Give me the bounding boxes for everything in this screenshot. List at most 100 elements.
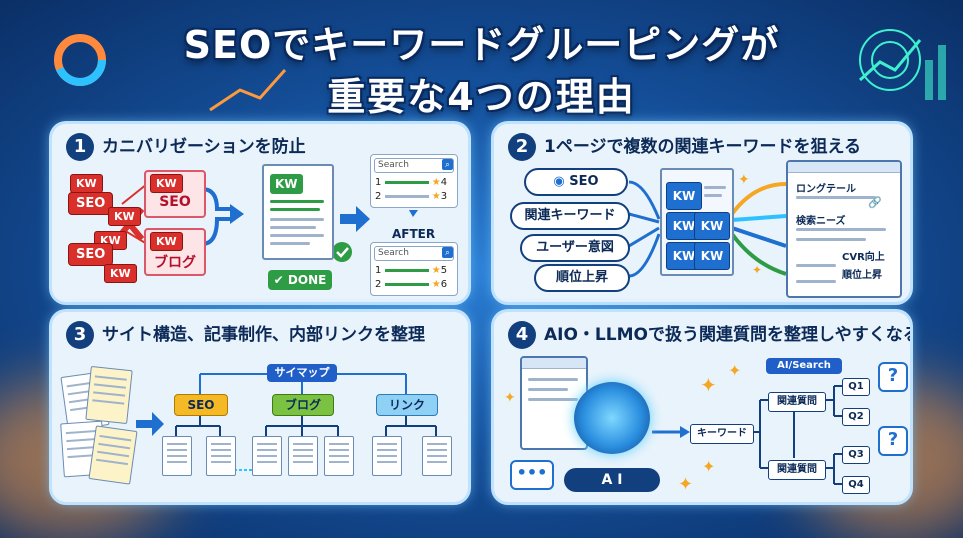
multi-kw-page: KW KW KW KW KW [660, 168, 734, 276]
search-icon: ⌕ [442, 159, 453, 170]
donut-chart-segment [54, 34, 106, 86]
svg-text:✦: ✦ [752, 263, 762, 277]
svg-text:✦: ✦ [700, 373, 717, 397]
search-eye-icon: ◉ [553, 174, 565, 189]
panel-site-structure: 3 サイト構造、記事制作、内部リンクを整理 [52, 312, 468, 502]
panel2-number: 2 [508, 133, 536, 161]
main-title-line2: 重要な4つの理由 [327, 75, 636, 119]
kw-blue-tag: KW [666, 182, 702, 210]
star-icon: ★ [431, 279, 441, 290]
done-badge: ✔ DONE [268, 270, 332, 290]
panel3-tree-lines [136, 373, 437, 471]
output-rank: 順位上昇 [842, 270, 882, 281]
panel-aio-llmo: 4 AIO・LLMOで扱う関連質問を整理しやすくなる ✦ ✦ ✦ ✦ ✦ [494, 312, 910, 502]
star-icon: ★ [431, 265, 441, 276]
question-q2: Q2 [842, 408, 870, 426]
question-q3: Q3 [842, 446, 870, 464]
category-seo: SEO [174, 394, 228, 416]
panel3-title-text: サイト構造、記事制作、内部リンクを整理 [102, 325, 425, 345]
main-title-line1: SEOでキーワードグルーピングが [183, 23, 780, 67]
brain-icon [574, 382, 650, 454]
star-icon: ★ [431, 177, 441, 188]
target-icon [859, 29, 921, 91]
panel1-title: 1 カニバリゼーションを防止 [66, 132, 306, 161]
search-input: Search [374, 158, 454, 173]
blog-page-label: ブログ [154, 255, 196, 271]
panel4-number: 4 [508, 321, 536, 349]
kw-blue-tag: KW [694, 242, 730, 270]
output-search-needs: 検索ニーズ [796, 216, 846, 227]
kw-tag: KW [150, 174, 183, 193]
panel1-title-text: カニバリゼーションを防止 [102, 137, 306, 157]
seo-page-label: SEO [159, 194, 191, 210]
search-results-window: ロングテール 🔗 検索ニーズ CVR向上 順位上昇 [786, 160, 902, 298]
search-after-box: Search ⌕ 1 ★5 2 ★6 [370, 242, 458, 296]
related-question-node: 関連質問 [768, 460, 826, 480]
blog-page-doc: KW ブログ [144, 228, 206, 276]
panel2-title: 2 1ページで複数の関連キーワードを狙える [508, 132, 861, 161]
input-pill-related: 関連キーワード [510, 202, 630, 230]
input-pill-intent: ユーザー意図 [520, 234, 630, 262]
svg-text:✦: ✦ [678, 474, 693, 495]
panel-multiple-keywords: 2 1ページで複数の関連キーワードを狙える ✦ ✦ ◉ SEO 関連キーワード ユ… [494, 124, 910, 302]
ai-search-label: AI/Search [766, 358, 842, 374]
svg-text:✦: ✦ [504, 390, 516, 406]
result-row: 1 ★4 [375, 177, 448, 188]
result-row: 2 ★6 [375, 279, 448, 290]
article-doc [422, 436, 452, 476]
kw-tag: KW [108, 207, 141, 226]
category-link: リンク [376, 394, 438, 416]
search-icon: ⌕ [442, 247, 453, 258]
result-row: 2 ★3 [375, 191, 448, 202]
seo-page-doc: KW SEO [144, 170, 206, 218]
result-row: 1 ★5 [375, 265, 448, 276]
star-icon: ★ [431, 191, 441, 202]
article-doc [372, 436, 402, 476]
input-pill-seo: ◉ SEO [524, 168, 628, 196]
sitemap-node: サイマップ [267, 364, 337, 382]
article-doc [162, 436, 192, 476]
paper-doc [88, 425, 138, 485]
panel3-title: 3 サイト構造、記事制作、内部リンクを整理 [66, 320, 425, 349]
panel3-number: 3 [66, 321, 94, 349]
merged-page-doc: KW [262, 164, 334, 260]
bar-icon-1 [925, 60, 933, 100]
article-doc [252, 436, 282, 476]
link-icon: 🔗 [868, 196, 882, 209]
article-doc [324, 436, 354, 476]
question-mark-icon: ? [878, 362, 908, 392]
kw-tag: KW [150, 232, 183, 251]
trend-line-icon [209, 69, 287, 112]
input-pill-rank: 順位上昇 [534, 264, 630, 292]
svg-text:✦: ✦ [728, 361, 741, 380]
panel4-title-text: AIO・LLMOで扱う関連質問を整理しやすくなる [544, 325, 910, 345]
search-before-box: Search ⌕ 1 ★4 2 ★3 [370, 154, 458, 208]
question-q4: Q4 [842, 476, 870, 494]
kw-tag: KW [104, 264, 137, 283]
question-mark-icon: ? [878, 426, 908, 456]
panel4-lines: ✦ ✦ ✦ ✦ ✦ [504, 361, 842, 495]
panel4-title: 4 AIO・LLMOで扱う関連質問を整理しやすくなる [508, 320, 910, 349]
svg-text:✦: ✦ [702, 457, 715, 476]
search-input: Search [374, 246, 454, 261]
output-cvr: CVR向上 [842, 252, 885, 263]
chat-bubble-icon: ••• [510, 460, 554, 490]
article-doc [288, 436, 318, 476]
after-label: AFTER [392, 227, 436, 241]
question-q1: Q1 [842, 378, 870, 396]
panel1-number: 1 [66, 133, 94, 161]
kw-tag: KW [70, 174, 103, 193]
panel2-title-text: 1ページで複数の関連キーワードを狙える [544, 137, 861, 157]
growth-arrow-icon [858, 39, 922, 82]
output-longtail: ロングテール [796, 184, 856, 195]
paper-doc [85, 365, 133, 425]
related-question-node: 関連質問 [768, 392, 826, 412]
keyword-node: キーワード [690, 424, 754, 444]
category-blog: ブログ [272, 394, 334, 416]
panel2-arrows: ✦ ✦ [628, 172, 787, 278]
target-icon-inner [871, 41, 909, 79]
kw-green-tag: KW [270, 174, 303, 194]
